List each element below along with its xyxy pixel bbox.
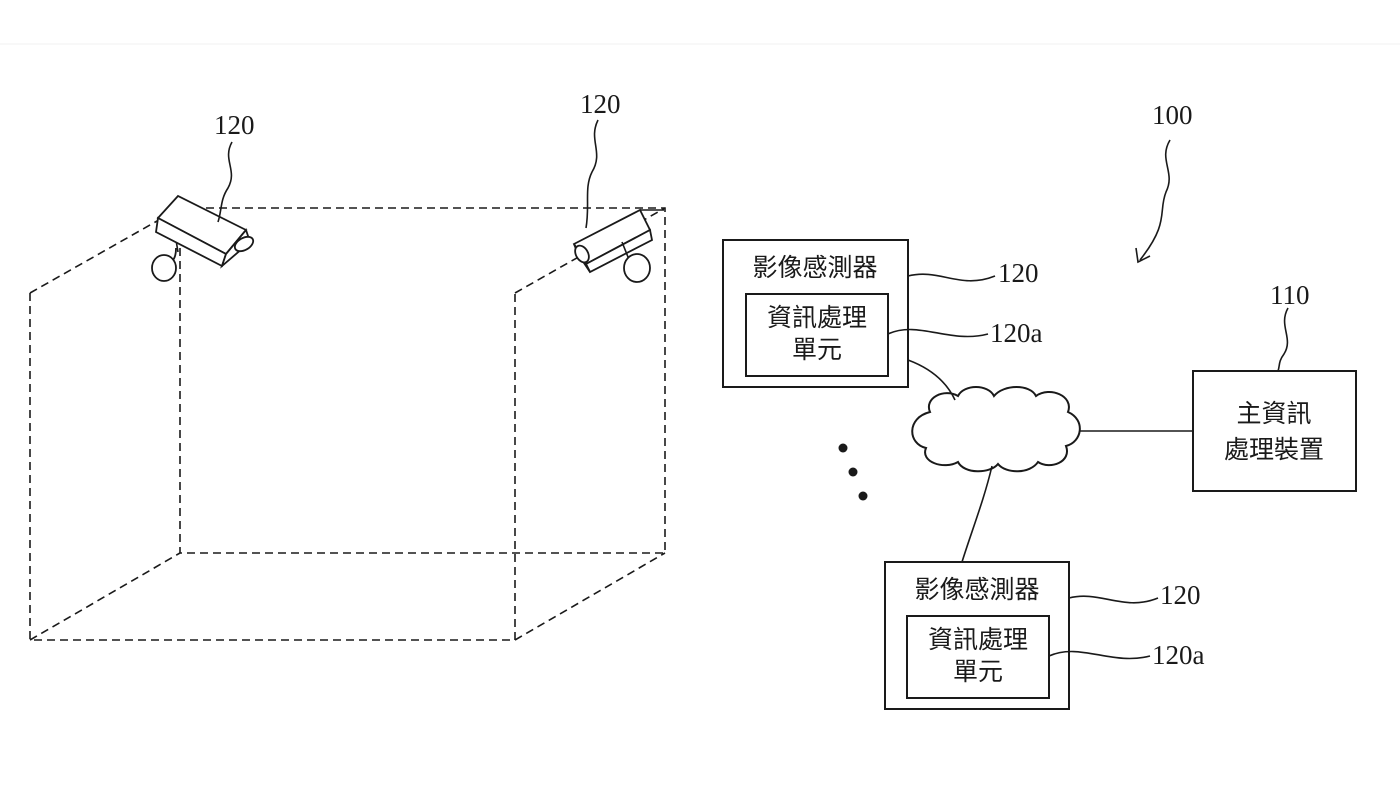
unit-bottom-line1: 資訊處理 xyxy=(928,625,1028,654)
leader-camera-right xyxy=(585,119,599,229)
ref-sensor-top: 120 xyxy=(998,258,1039,288)
ellipsis-dot-2 xyxy=(848,467,858,477)
room-edge-bottom-right xyxy=(514,552,666,641)
unit-top-line2: 單元 xyxy=(792,335,842,364)
arrowhead-system xyxy=(1135,247,1151,264)
monitored-space xyxy=(29,207,666,641)
ref-unit-top: 120a xyxy=(990,318,1043,348)
unit-bottom-frame xyxy=(906,615,1050,699)
room-edge-top-left xyxy=(29,207,181,294)
unit-top-frame xyxy=(745,293,889,377)
sensor-top-frame xyxy=(722,239,909,388)
ref-host: 110 xyxy=(1270,280,1310,310)
room-back-face xyxy=(179,207,666,554)
camera-right-icon xyxy=(572,208,664,283)
ref-camera-left: 120 xyxy=(214,110,255,140)
ref-sensor-bottom: 120 xyxy=(1160,580,1201,610)
host-line2: 處理裝置 xyxy=(1224,435,1324,464)
leader-sensor-bottom xyxy=(1068,595,1159,604)
ref-unit-bottom: 120a xyxy=(1152,640,1205,670)
host-line1: 主資訊 xyxy=(1236,399,1311,428)
sensor-top-title: 影像感測器 xyxy=(752,253,877,282)
unit-top-line1: 資訊處理 xyxy=(767,303,867,332)
leader-system xyxy=(1139,139,1171,261)
ref-camera-right: 120 xyxy=(580,89,621,119)
leader-unit-bottom xyxy=(1048,650,1151,660)
room-front-face xyxy=(29,293,516,641)
leader-unit-top xyxy=(887,328,989,338)
link-sensor-top-to-cloud xyxy=(907,359,956,401)
network-cloud-icon xyxy=(911,386,1081,473)
unit-bottom-line2: 單元 xyxy=(953,657,1003,686)
image-sensor-bottom: 影像感測器 資訊處理 單元 xyxy=(884,561,1070,710)
leader-host xyxy=(1277,307,1289,372)
host-frame xyxy=(1192,370,1357,492)
link-cloud-to-sensor-bottom xyxy=(961,465,993,563)
ref-system: 100 xyxy=(1152,100,1193,130)
room-edge-bottom-left xyxy=(29,552,181,641)
sensor-bottom-title: 影像感測器 xyxy=(914,575,1039,604)
sensor-bottom-frame xyxy=(884,561,1070,710)
leader-camera-left xyxy=(217,141,233,223)
ellipsis-dot-1 xyxy=(838,443,848,453)
leader-sensor-top xyxy=(907,273,996,282)
image-sensor-top: 影像感測器 資訊處理 單元 xyxy=(722,239,909,388)
ellipsis-dot-3 xyxy=(858,491,868,501)
host-processing-device: 主資訊 處理裝置 xyxy=(1192,370,1357,492)
camera-left-icon xyxy=(151,194,255,282)
